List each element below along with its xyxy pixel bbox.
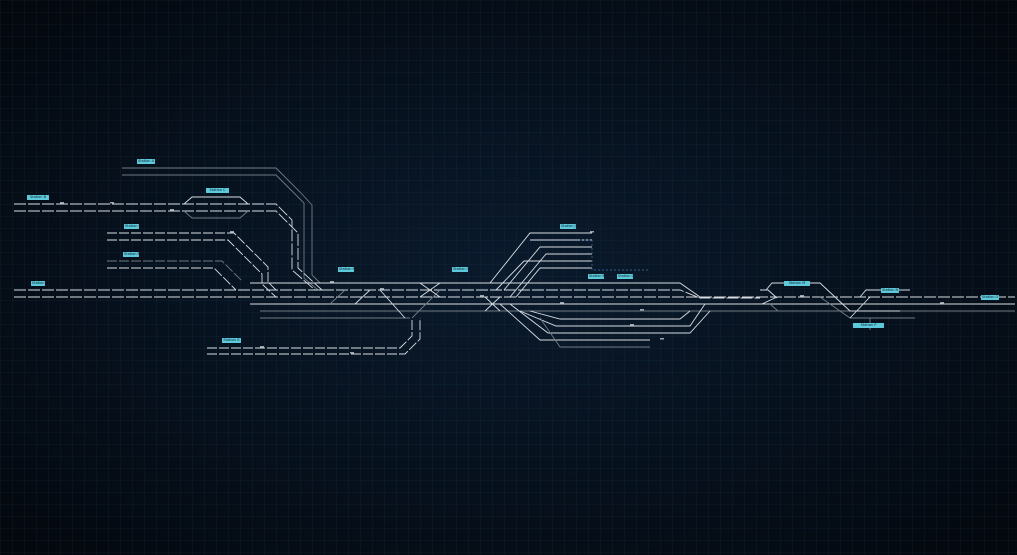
signal-marker — [170, 209, 174, 211]
track-segment — [379, 289, 406, 319]
station-label[interactable]: Station B — [27, 195, 49, 200]
station-label[interactable]: Station G — [222, 338, 241, 343]
station-label[interactable]: Station O — [981, 295, 999, 300]
track-segment — [495, 260, 592, 291]
track-segment — [107, 232, 279, 293]
track-segment — [207, 318, 413, 349]
station-label[interactable]: Station A — [137, 159, 155, 164]
track-segment — [107, 267, 237, 291]
track-segment — [207, 318, 421, 355]
track-segment — [354, 289, 371, 305]
track-segment — [519, 303, 706, 327]
signal-marker — [940, 302, 944, 304]
station-label[interactable]: Station L — [617, 274, 633, 279]
track-segment — [529, 310, 691, 320]
station-label[interactable]: Station D — [124, 224, 139, 229]
track-segment — [122, 167, 321, 284]
track-segment — [183, 210, 249, 219]
signal-marker — [560, 302, 564, 304]
signal-marker — [800, 295, 804, 297]
track-segment — [509, 303, 711, 334]
station-label[interactable]: Station P — [853, 323, 884, 328]
signal-marker — [640, 309, 644, 311]
track-segment — [503, 246, 592, 291]
track-segment — [769, 303, 830, 312]
signal-marker — [230, 231, 234, 233]
track-segment — [14, 289, 760, 299]
track-segment — [14, 203, 330, 291]
signal-marker — [110, 202, 114, 204]
track-segment — [107, 239, 277, 298]
track-segment — [849, 296, 871, 319]
track-segment — [183, 196, 249, 205]
track-segment — [107, 260, 243, 282]
track-segment — [484, 296, 501, 312]
station-label[interactable]: Station N — [881, 288, 899, 293]
track-segment — [509, 253, 592, 298]
station-label[interactable]: Station K — [588, 274, 604, 279]
signal-marker — [260, 346, 264, 348]
station-label[interactable]: Station I — [452, 267, 468, 272]
signal-marker — [630, 324, 634, 326]
signal-marker — [330, 281, 334, 283]
track-segment — [539, 317, 650, 348]
track-segment — [515, 267, 592, 298]
signal-marker — [480, 295, 484, 297]
track-segment — [419, 282, 441, 298]
track-segment — [14, 210, 323, 291]
track-segment — [765, 282, 900, 312]
track-segment — [250, 282, 701, 298]
station-label[interactable]: Station J — [560, 224, 576, 229]
track-segment — [580, 239, 650, 271]
track-segment — [819, 296, 915, 319]
station-label[interactable]: Station H — [338, 267, 354, 272]
station-label[interactable]: Station M — [784, 281, 810, 286]
signal-marker — [60, 202, 64, 204]
track-segment — [329, 289, 346, 305]
track-segment — [760, 289, 778, 299]
track-segment — [761, 296, 778, 305]
track-segment — [489, 232, 592, 284]
track-segment — [499, 303, 650, 341]
station-label[interactable]: Station E — [123, 252, 139, 257]
track-segment — [122, 174, 319, 291]
signal-marker — [380, 288, 384, 290]
signal-marker — [350, 352, 354, 354]
signal-marker — [660, 338, 664, 340]
track-segment — [411, 289, 441, 319]
station-label[interactable]: Station C — [206, 188, 229, 193]
station-label[interactable]: Station F — [31, 281, 45, 286]
signal-marker — [590, 231, 594, 233]
